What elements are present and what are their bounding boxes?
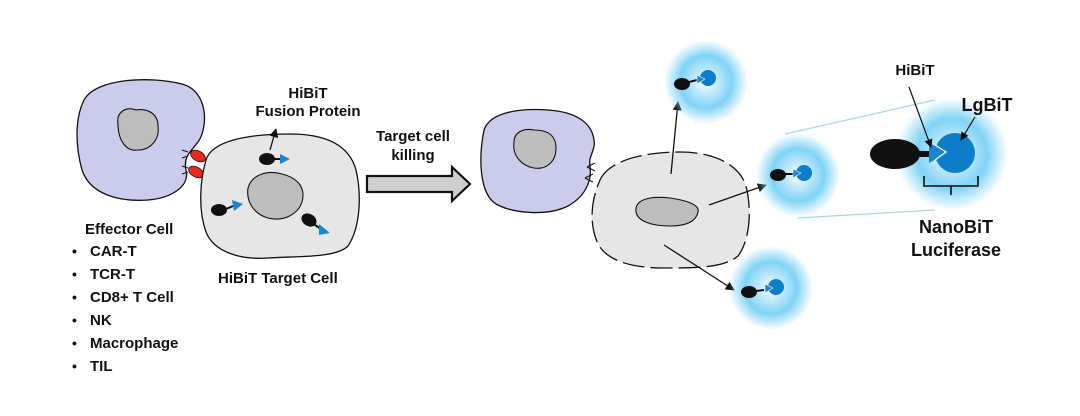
effector-cell xyxy=(76,79,206,201)
release-arrow xyxy=(708,183,767,206)
list-bullet: • xyxy=(72,243,77,259)
hibit-fusion-protein xyxy=(301,213,330,235)
list-bullet: • xyxy=(72,289,77,305)
nucleus xyxy=(635,196,699,227)
nanobit-detail xyxy=(870,98,1008,210)
nucleus xyxy=(247,171,304,220)
hibit-pointer xyxy=(908,86,933,148)
hibit-fusion-protein xyxy=(211,200,243,216)
list-bullet: • xyxy=(72,335,77,351)
nucleus xyxy=(513,128,557,169)
list-bullet: • xyxy=(72,266,77,282)
list-item: CD8+ T Cell xyxy=(90,289,174,306)
lgbit-label: LgBiT xyxy=(962,95,1013,115)
list-item: CAR-T xyxy=(90,243,137,260)
hibit-label: HiBiT xyxy=(895,62,934,79)
list-item: Macrophage xyxy=(90,335,178,352)
arrow-label-2: killing xyxy=(391,147,434,164)
release-arrow xyxy=(670,101,682,175)
lgbit-pointer xyxy=(960,116,976,141)
luminescent-nanobit xyxy=(729,246,813,330)
effector-cell xyxy=(480,108,596,214)
list-bullet: • xyxy=(72,358,77,374)
export-arrow xyxy=(269,128,279,151)
luminescent-nanobit xyxy=(756,133,840,217)
nanobit-label-2: Luciferase xyxy=(911,240,1001,260)
receptor xyxy=(190,149,206,163)
fusion-protein-label-1: HiBiT xyxy=(288,85,327,102)
arrow-label-1: Target cell xyxy=(376,128,450,145)
release-arrow xyxy=(663,244,735,291)
process-arrow xyxy=(365,164,472,204)
lgbit-subunit xyxy=(935,133,975,173)
list-item: NK xyxy=(90,312,112,329)
zoom-line xyxy=(784,99,936,135)
list-item: TIL xyxy=(90,358,113,375)
receptors xyxy=(181,149,206,179)
bracket xyxy=(923,176,979,195)
hibit-fusion-protein xyxy=(259,153,290,165)
zoom-line xyxy=(797,209,936,219)
effector-type-list: • CAR-T • TCR-T • CD8+ T Cell • NK • Mac… xyxy=(72,243,178,375)
list-item: TCR-T xyxy=(90,266,135,283)
list-bullet: • xyxy=(72,312,77,328)
target-protein xyxy=(870,139,920,169)
target-cell-label: HiBiT Target Cell xyxy=(218,270,338,287)
effector-cell-title: Effector Cell xyxy=(85,221,173,238)
hibit-tag xyxy=(929,143,948,163)
lysed-target-cell xyxy=(591,151,750,269)
luminescent-nanobit xyxy=(664,40,748,124)
nucleus xyxy=(117,108,159,151)
target-cell xyxy=(200,133,360,259)
fusion-protein-label-2: Fusion Protein xyxy=(256,103,361,120)
nanobit-label-1: NanoBiT xyxy=(919,217,993,237)
